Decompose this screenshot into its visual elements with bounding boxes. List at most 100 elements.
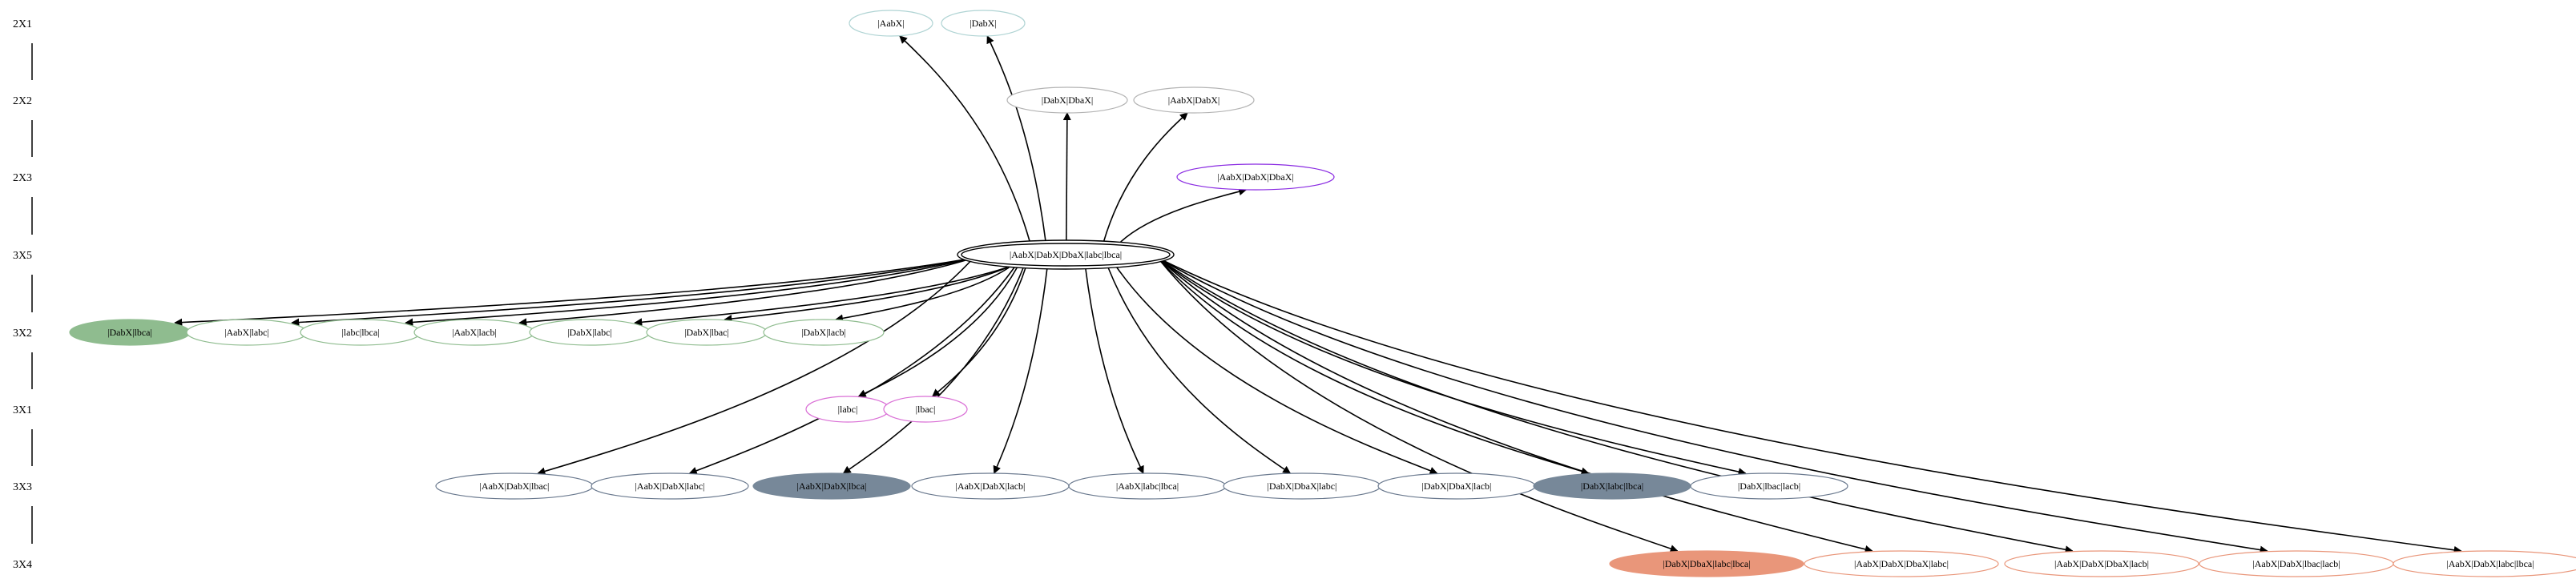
graph-node[interactable]: |lbac| <box>883 396 968 423</box>
graph-node[interactable]: |DabX|DbaX|labc|lbca| <box>1609 550 1804 577</box>
node-ellipse <box>849 10 933 37</box>
graph-node[interactable]: |labc| <box>805 396 890 423</box>
edge-root-to-n6 <box>174 257 974 327</box>
node-label: |AabX|DabX|DbaX|labc| <box>1854 558 1949 569</box>
node-label: |labc|lbca| <box>341 327 379 338</box>
graph-node[interactable]: |AabX|DabX|labc|lbca| <box>2393 550 2576 577</box>
graph-node[interactable]: |AabX|DabX|labc| <box>591 472 749 500</box>
rank-label: 2X3 <box>13 172 32 184</box>
graph-node[interactable]: |DabX|DbaX| <box>1006 86 1128 114</box>
node-label: |lbac| <box>916 404 936 415</box>
node-label: |DabX|lbac| <box>684 327 729 338</box>
node-label: |AabX|DabX|lacb| <box>956 480 1026 492</box>
rank-label: 3X4 <box>13 559 32 571</box>
rank-label: 2X2 <box>13 95 32 107</box>
root-node[interactable]: |AabX|DabX|DbaX|labc|lbca| <box>957 239 1175 270</box>
node-label: |AabX|DabX|DbaX|lacb| <box>2054 558 2149 569</box>
node-ellipse <box>591 472 749 500</box>
edge-root-to-n25 <box>1157 257 1873 553</box>
edge-root-to-n22 <box>1157 257 1590 476</box>
graph-node[interactable]: |DabX|DbaX|labc| <box>1223 472 1381 500</box>
rank-label: 3X3 <box>13 481 32 493</box>
graph-node[interactable]: |AabX|DabX|DbaX|lacb| <box>2004 550 2199 577</box>
graph-node[interactable]: |AabX|lacb| <box>413 319 535 346</box>
node-ellipse <box>957 239 1175 270</box>
edge-root-to-n21 <box>1116 267 1438 475</box>
node-label: |DabX|DbaX| <box>1042 94 1094 106</box>
node-ellipse <box>752 472 911 500</box>
node-label: |AabX|DabX|DbaX|labc|lbca| <box>1010 249 1122 260</box>
graph-node[interactable]: |AabX|labc| <box>186 319 308 346</box>
edge-root-to-n11 <box>724 267 1008 323</box>
node-ellipse <box>883 396 968 423</box>
node-label: |AabX|DabX| <box>1168 94 1220 106</box>
node-ellipse <box>1609 550 1804 577</box>
edge-root-to-n28 <box>1157 257 2462 554</box>
node-label: |AabX|DabX|lbca| <box>797 480 867 492</box>
node-ellipse <box>941 10 1026 37</box>
node-ellipse <box>1006 86 1128 114</box>
node-ellipse-inner <box>961 243 1171 267</box>
graph-node[interactable]: |DabX|lbac|lacb| <box>1690 472 1848 500</box>
edge-root-to-n7 <box>291 257 974 327</box>
node-label: |AabX|DabX|labc|lbca| <box>2446 558 2534 569</box>
edge-root-to-n3 <box>1062 112 1071 243</box>
edge-root-to-n20 <box>1107 267 1292 474</box>
graph-node[interactable]: |AabX|DabX|lbac|lacb| <box>2199 550 2394 577</box>
graph-node[interactable]: |AabX|DabX| <box>1133 86 1255 114</box>
node-ellipse <box>763 319 885 346</box>
edges <box>174 35 2462 554</box>
node-label: |DabX|lbac|lacb| <box>1738 480 1800 492</box>
node-label: |DabX|DbaX|labc|lbca| <box>1663 558 1750 569</box>
node-label: |AabX|labc| <box>224 327 269 338</box>
node-ellipse <box>2004 550 2199 577</box>
graph-node[interactable]: |AabX|DabX|lbca| <box>752 472 911 500</box>
graph-node[interactable]: |DabX|labc|lbca| <box>1533 472 1691 500</box>
node-label: |labc| <box>838 404 858 415</box>
graph-node[interactable]: |AabX|DabX|DbaX|labc| <box>1804 550 1999 577</box>
nodes: |AabX|DabX|DbaX|labc|lbca| |AabX| |DabX| |D… <box>69 10 2576 577</box>
edge-root-to-n18 <box>993 267 1048 474</box>
edge-root-to-n12 <box>835 267 1010 323</box>
node-ellipse <box>1804 550 1999 577</box>
node-label: |DabX|labc|lbca| <box>1581 480 1643 492</box>
edge-root-to-n8 <box>405 257 974 327</box>
edge-root-to-n2 <box>986 35 1046 243</box>
rank-label: 3X2 <box>13 328 32 340</box>
node-ellipse <box>1690 472 1848 500</box>
graph-node[interactable]: |labc|lbca| <box>300 319 421 346</box>
edge-root-to-n15 <box>537 257 974 476</box>
node-label: |DabX|lacb| <box>801 327 846 338</box>
graph-node[interactable]: |DabX| <box>941 10 1026 37</box>
graph-node[interactable]: |DabX|lbac| <box>646 319 768 346</box>
edge-root-to-n16 <box>688 267 1015 475</box>
graph-node[interactable]: |DabX|DbaX|lacb| <box>1377 472 1536 500</box>
edge-root-to-n27 <box>1157 257 2268 554</box>
node-label: |AabX| <box>877 18 904 29</box>
edge-root-to-n4 <box>1103 112 1188 243</box>
edge-root-to-n19 <box>1084 267 1144 474</box>
graph-node[interactable]: |DabX|lbca| <box>69 319 191 346</box>
edge-root-to-n24 <box>1157 257 1679 553</box>
edge-root-to-n26 <box>1157 257 2074 554</box>
graph-node[interactable]: |AabX|DabX|lbac| <box>435 472 594 500</box>
graph-node[interactable]: |AabX|DabX|lacb| <box>911 472 1070 500</box>
node-label: |AabX|DabX|labc| <box>635 480 705 492</box>
graph-node[interactable]: |AabX|DabX|DbaX| <box>1176 163 1335 191</box>
graph-node[interactable]: |AabX| <box>849 10 933 37</box>
node-label: |AabX|labc|lbca| <box>1116 480 1179 492</box>
graph-node[interactable]: |DabX|labc| <box>529 319 651 346</box>
node-label: |DabX| <box>970 18 996 29</box>
node-label: |DabX|DbaX|labc| <box>1268 480 1337 492</box>
graph-node[interactable]: |DabX|lacb| <box>763 319 885 346</box>
edge-root-to-n5 <box>1120 187 1248 243</box>
node-ellipse <box>1176 163 1335 191</box>
rank-label: 3X1 <box>13 404 32 416</box>
edge-root-to-n10 <box>634 267 1007 327</box>
node-ellipse <box>2393 550 2576 577</box>
node-label: |AabX|lacb| <box>452 327 497 338</box>
node-ellipse <box>1133 86 1255 114</box>
graph-node[interactable]: |AabX|labc|lbca| <box>1068 472 1227 500</box>
node-label: |DabX|labc| <box>567 327 612 338</box>
